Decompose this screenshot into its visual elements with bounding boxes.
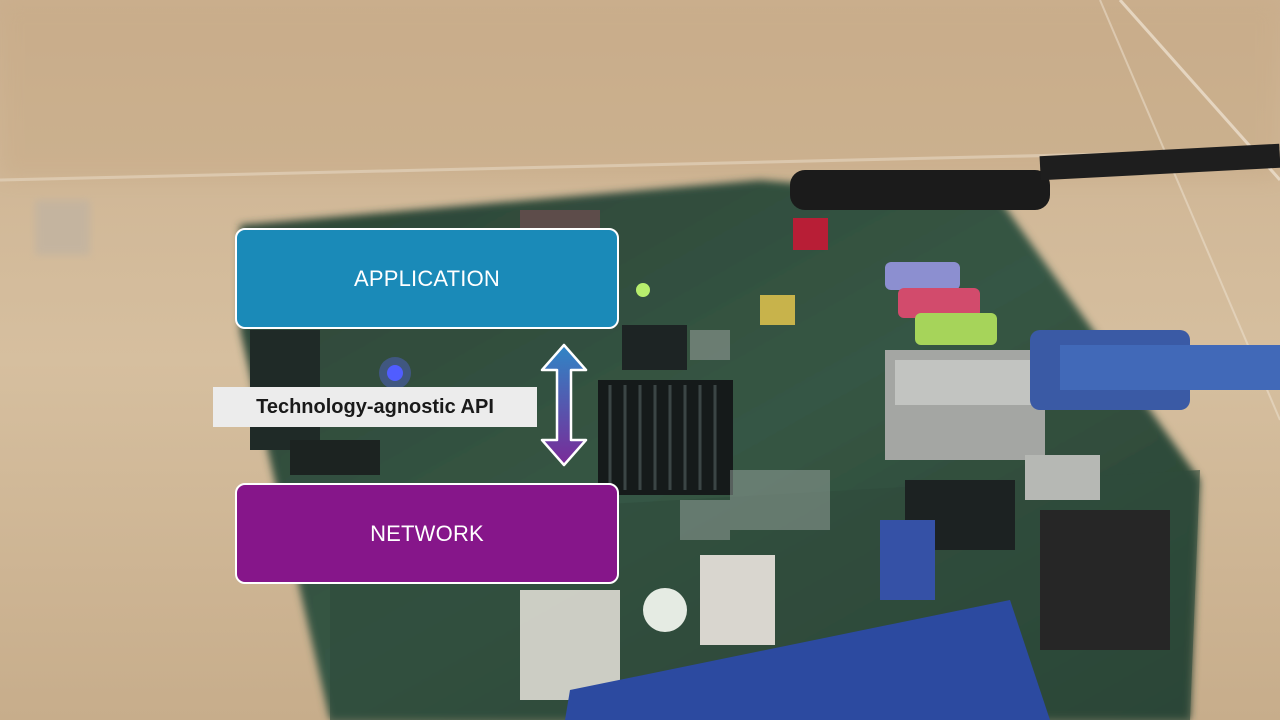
bidirectional-arrow-icon <box>540 343 588 467</box>
application-box: APPLICATION <box>235 228 619 329</box>
application-label: APPLICATION <box>353 265 501 291</box>
api-label: Technology-agnostic API <box>213 387 537 427</box>
network-box: NETWORK <box>235 483 619 584</box>
network-label: NETWORK <box>370 520 484 546</box>
